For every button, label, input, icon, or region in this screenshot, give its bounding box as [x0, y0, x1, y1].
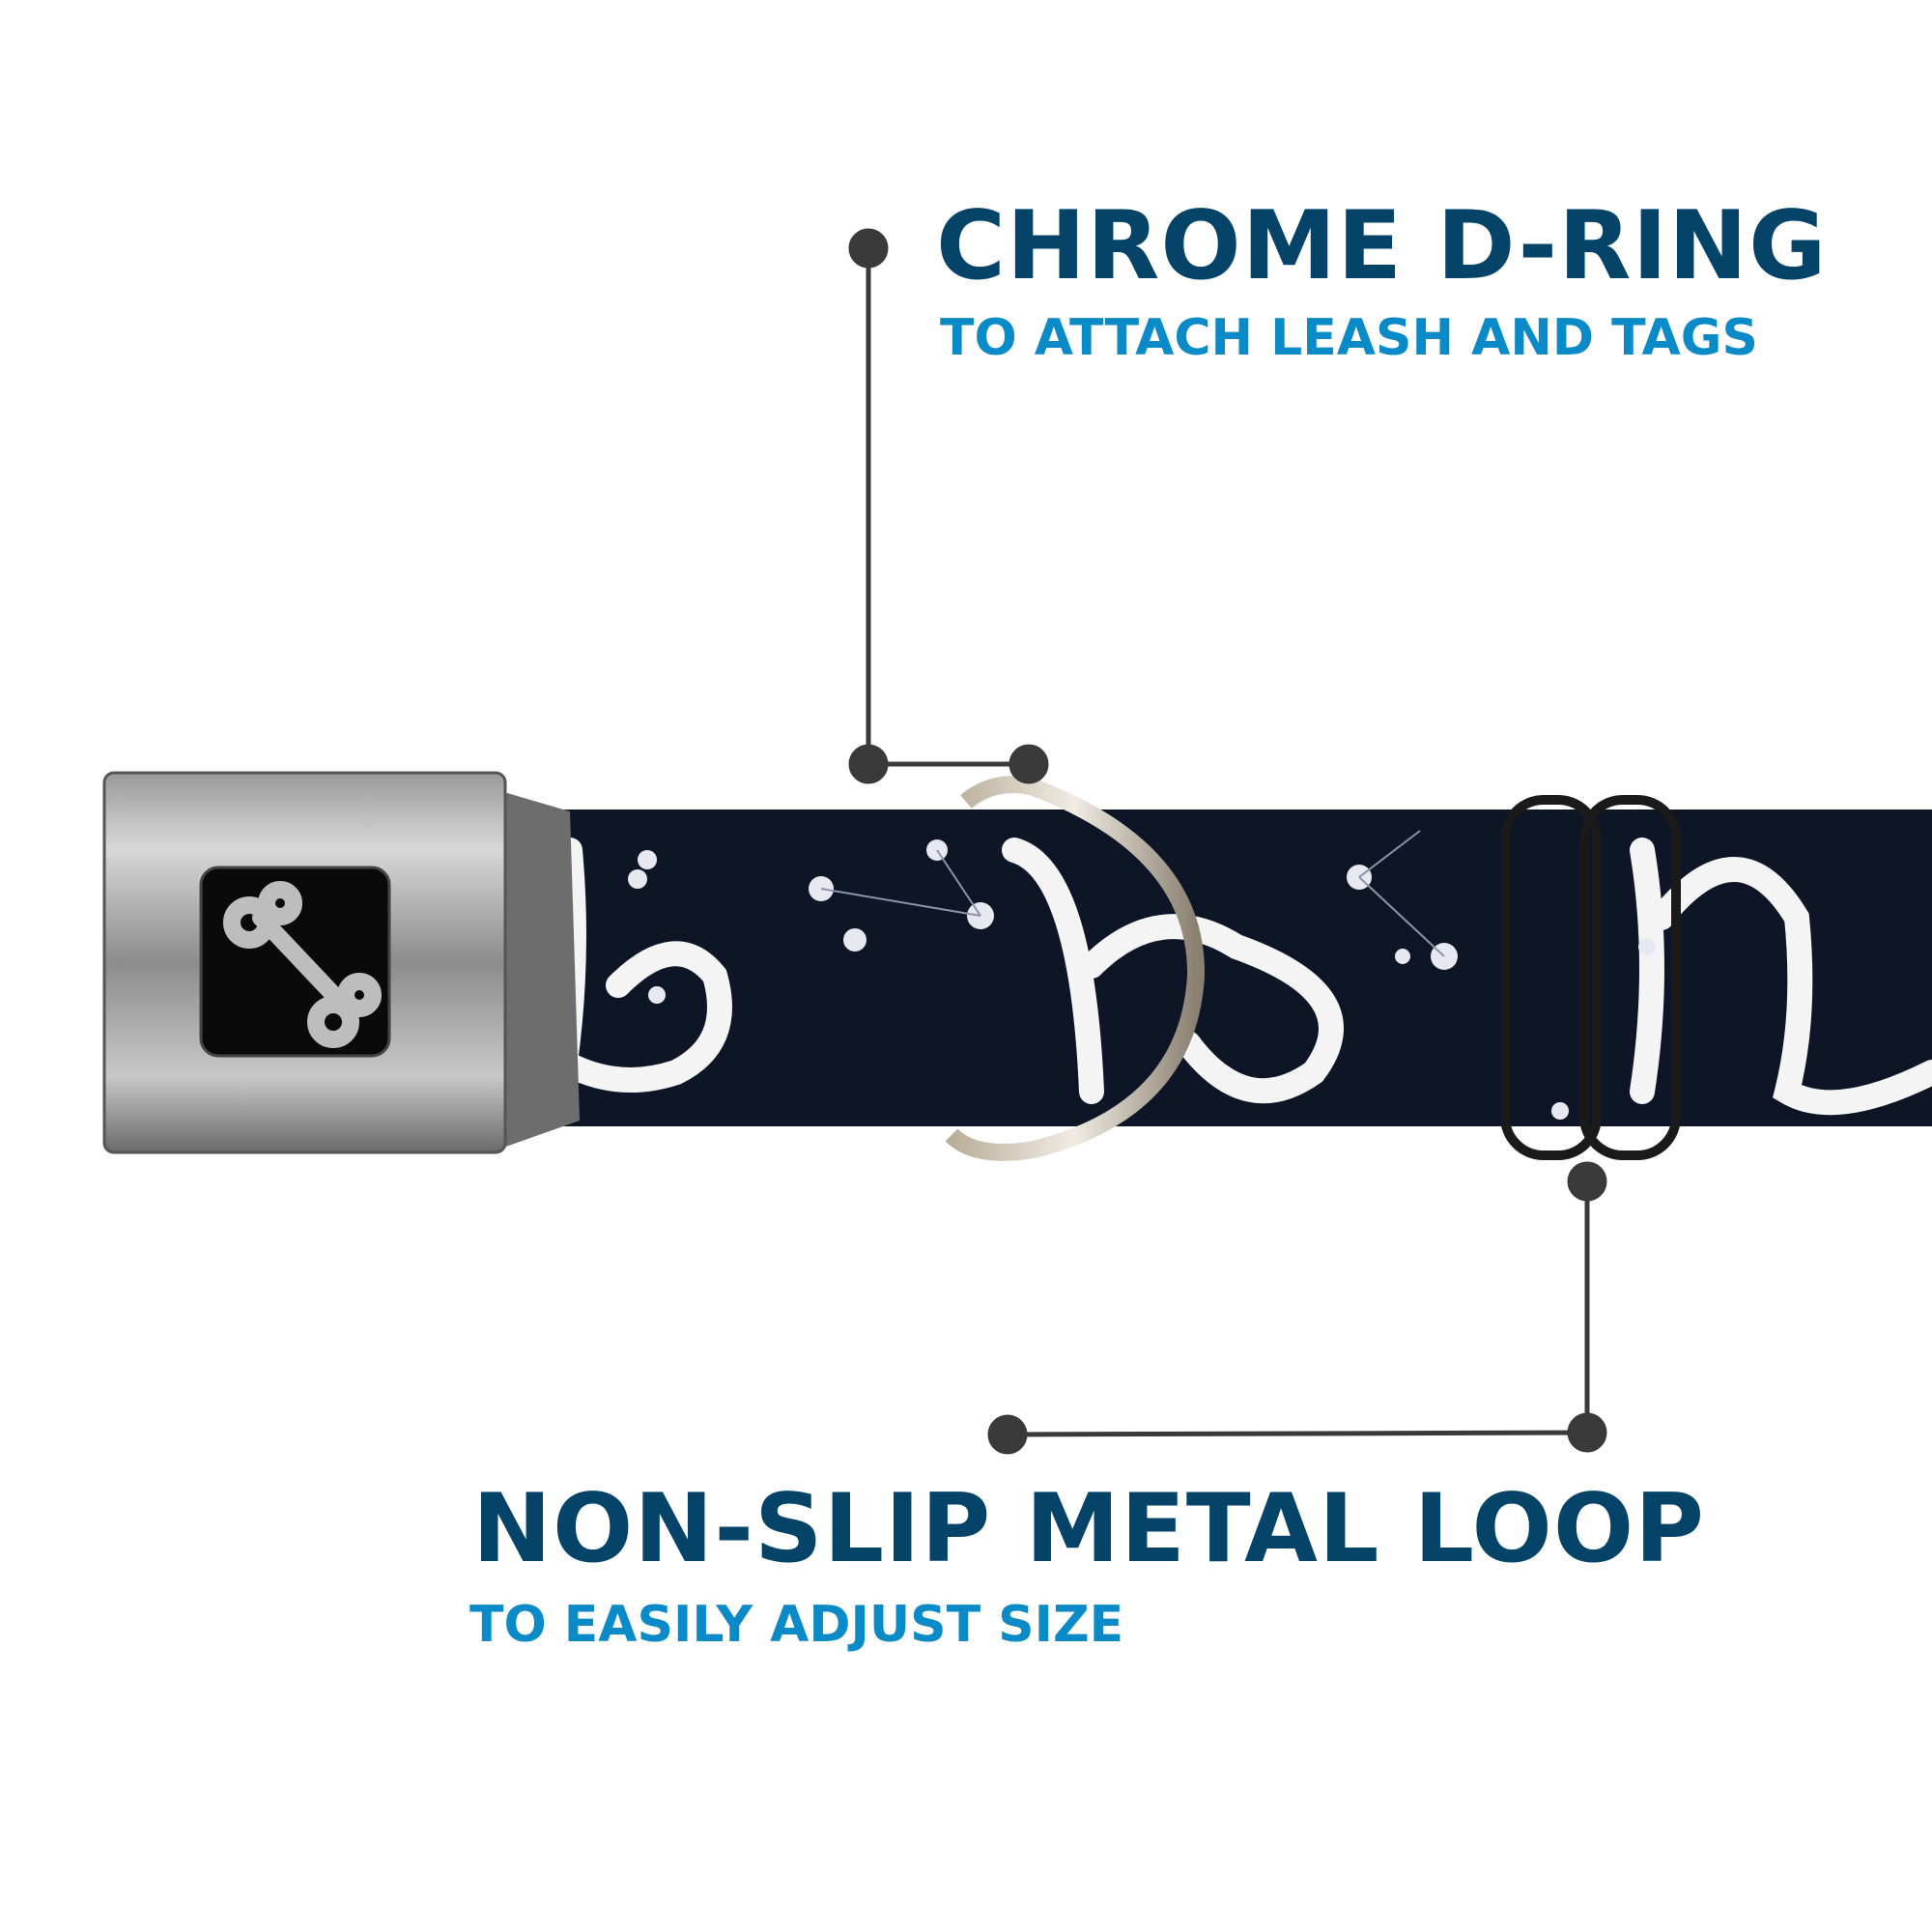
metal-loop[interactable]: [1500, 795, 1681, 1160]
leader-line-d-ring: [848, 228, 1049, 784]
seatbelt-buckle[interactable]: [102, 771, 580, 1154]
chrome-d-ring[interactable]: [945, 776, 1206, 1161]
constellation-lines: [820, 830, 1445, 957]
collar-strap: [541, 810, 1932, 1126]
callout-title-loop: NON-SLIP METAL LOOP: [472, 1474, 1705, 1584]
callout-subtitle-loop: TO EASILY ADJUST SIZE: [469, 1596, 1124, 1654]
leader-line-loop: [987, 1161, 1607, 1455]
callout-title-d-ring: CHROME D-RING: [936, 191, 1828, 301]
callout-subtitle-d-ring: TO ATTACH LEASH AND TAGS: [940, 309, 1758, 367]
bone-icon: [223, 881, 382, 1048]
